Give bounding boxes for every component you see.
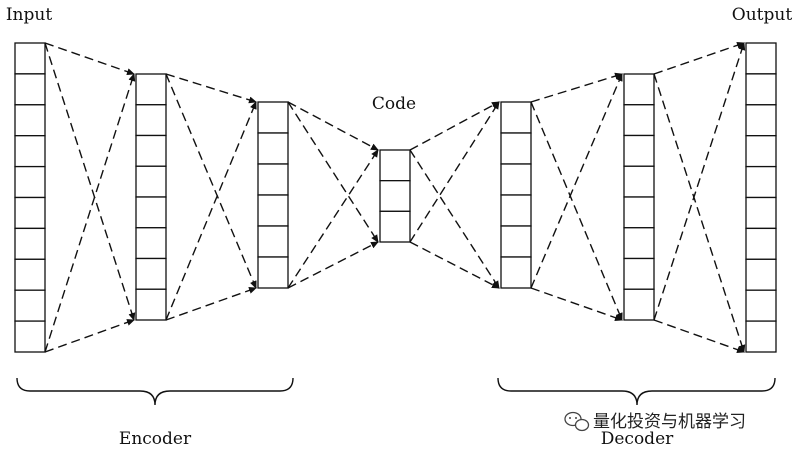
connection-arrow — [409, 101, 500, 243]
neuron-unit — [14, 165, 46, 199]
neuron-unit — [257, 101, 289, 134]
decoder-hidden-2 — [623, 73, 655, 321]
neuron-unit — [14, 135, 46, 168]
connection-arrow — [287, 149, 379, 289]
decoder-brace — [497, 377, 776, 406]
neuron-unit — [14, 73, 46, 106]
neuron-unit — [379, 210, 411, 243]
neuron-unit — [745, 258, 777, 291]
neuron-unit — [623, 257, 655, 290]
neuron-unit — [623, 134, 655, 167]
layers-group — [14, 42, 777, 353]
connection-arrow — [653, 319, 745, 353]
output-layer — [745, 42, 777, 353]
connection-arrow — [287, 241, 379, 289]
connection-arrow — [44, 42, 135, 76]
input-label: Input — [6, 5, 52, 25]
watermark-text: 量化投资与机器学习 — [593, 412, 746, 432]
encoder-brace — [16, 377, 294, 406]
decoder-hidden-1 — [500, 101, 532, 289]
neuron-unit — [135, 257, 167, 290]
neuron-unit — [623, 288, 655, 321]
neuron-unit — [135, 196, 167, 229]
neuron-unit — [379, 149, 411, 182]
connection-arrow — [44, 319, 135, 353]
neuron-unit — [257, 225, 289, 258]
connection-arrow — [287, 101, 379, 243]
neuron-unit — [745, 227, 777, 260]
encoder-hidden-2 — [257, 101, 289, 289]
neuron-unit — [500, 194, 532, 227]
output-label: Output — [732, 5, 793, 25]
neuron-unit — [500, 225, 532, 258]
neuron-unit — [745, 73, 777, 106]
neuron-unit — [14, 42, 46, 75]
code-layer — [379, 149, 411, 243]
decoder-label: Decoder — [601, 429, 674, 449]
connection-arrow — [165, 73, 257, 289]
connections-group — [44, 41, 746, 353]
neuron-unit — [135, 227, 167, 260]
connection-arrow — [530, 101, 623, 321]
neuron-unit — [500, 101, 532, 134]
watermark: 量化投资与机器学习 — [564, 411, 746, 432]
neuron-unit — [135, 73, 167, 106]
neuron-unit — [14, 289, 46, 322]
neuron-unit — [745, 320, 777, 353]
neuron-unit — [745, 135, 777, 168]
connection-arrow — [44, 73, 136, 353]
connection-arrow — [653, 73, 746, 353]
neuron-unit — [623, 227, 655, 260]
neuron-unit — [257, 132, 289, 165]
neuron-unit — [623, 104, 655, 137]
connection-arrow — [165, 287, 257, 321]
connection-arrow — [165, 101, 257, 321]
neuron-unit — [135, 288, 167, 321]
connection-arrow — [409, 241, 500, 289]
connection-arrow — [287, 101, 379, 151]
neuron-unit — [623, 196, 655, 229]
neuron-unit — [14, 104, 46, 137]
neuron-unit — [500, 163, 532, 196]
neuron-unit — [379, 180, 411, 212]
neuron-unit — [135, 134, 167, 167]
encoder-label: Encoder — [119, 429, 192, 449]
connection-arrow — [165, 73, 257, 104]
input-layer — [14, 42, 46, 353]
encoder-hidden-1 — [135, 73, 167, 321]
neuron-unit — [257, 163, 289, 196]
neuron-unit — [14, 258, 46, 291]
neuron-unit — [14, 320, 46, 353]
neuron-unit — [500, 256, 532, 289]
neuron-unit — [500, 132, 532, 165]
neuron-unit — [257, 256, 289, 289]
neuron-unit — [745, 289, 777, 322]
wechat-icon — [564, 411, 590, 432]
neuron-unit — [14, 227, 46, 260]
neuron-unit — [745, 104, 777, 137]
connection-arrow — [530, 72, 623, 103]
code-label: Code — [372, 94, 416, 114]
neuron-unit — [135, 104, 167, 137]
connection-arrow — [653, 41, 745, 75]
neuron-unit — [745, 196, 777, 230]
connection-arrow — [530, 287, 623, 321]
neuron-unit — [135, 165, 167, 198]
connection-arrow — [409, 101, 500, 151]
connection-arrow — [530, 73, 623, 289]
connection-arrow — [653, 42, 746, 321]
neuron-unit — [257, 194, 289, 227]
neuron-unit — [745, 42, 777, 75]
neuron-unit — [14, 196, 46, 230]
neuron-unit — [745, 165, 777, 199]
neuron-unit — [623, 165, 655, 198]
neuron-unit — [623, 73, 655, 106]
connection-arrow — [44, 42, 136, 321]
